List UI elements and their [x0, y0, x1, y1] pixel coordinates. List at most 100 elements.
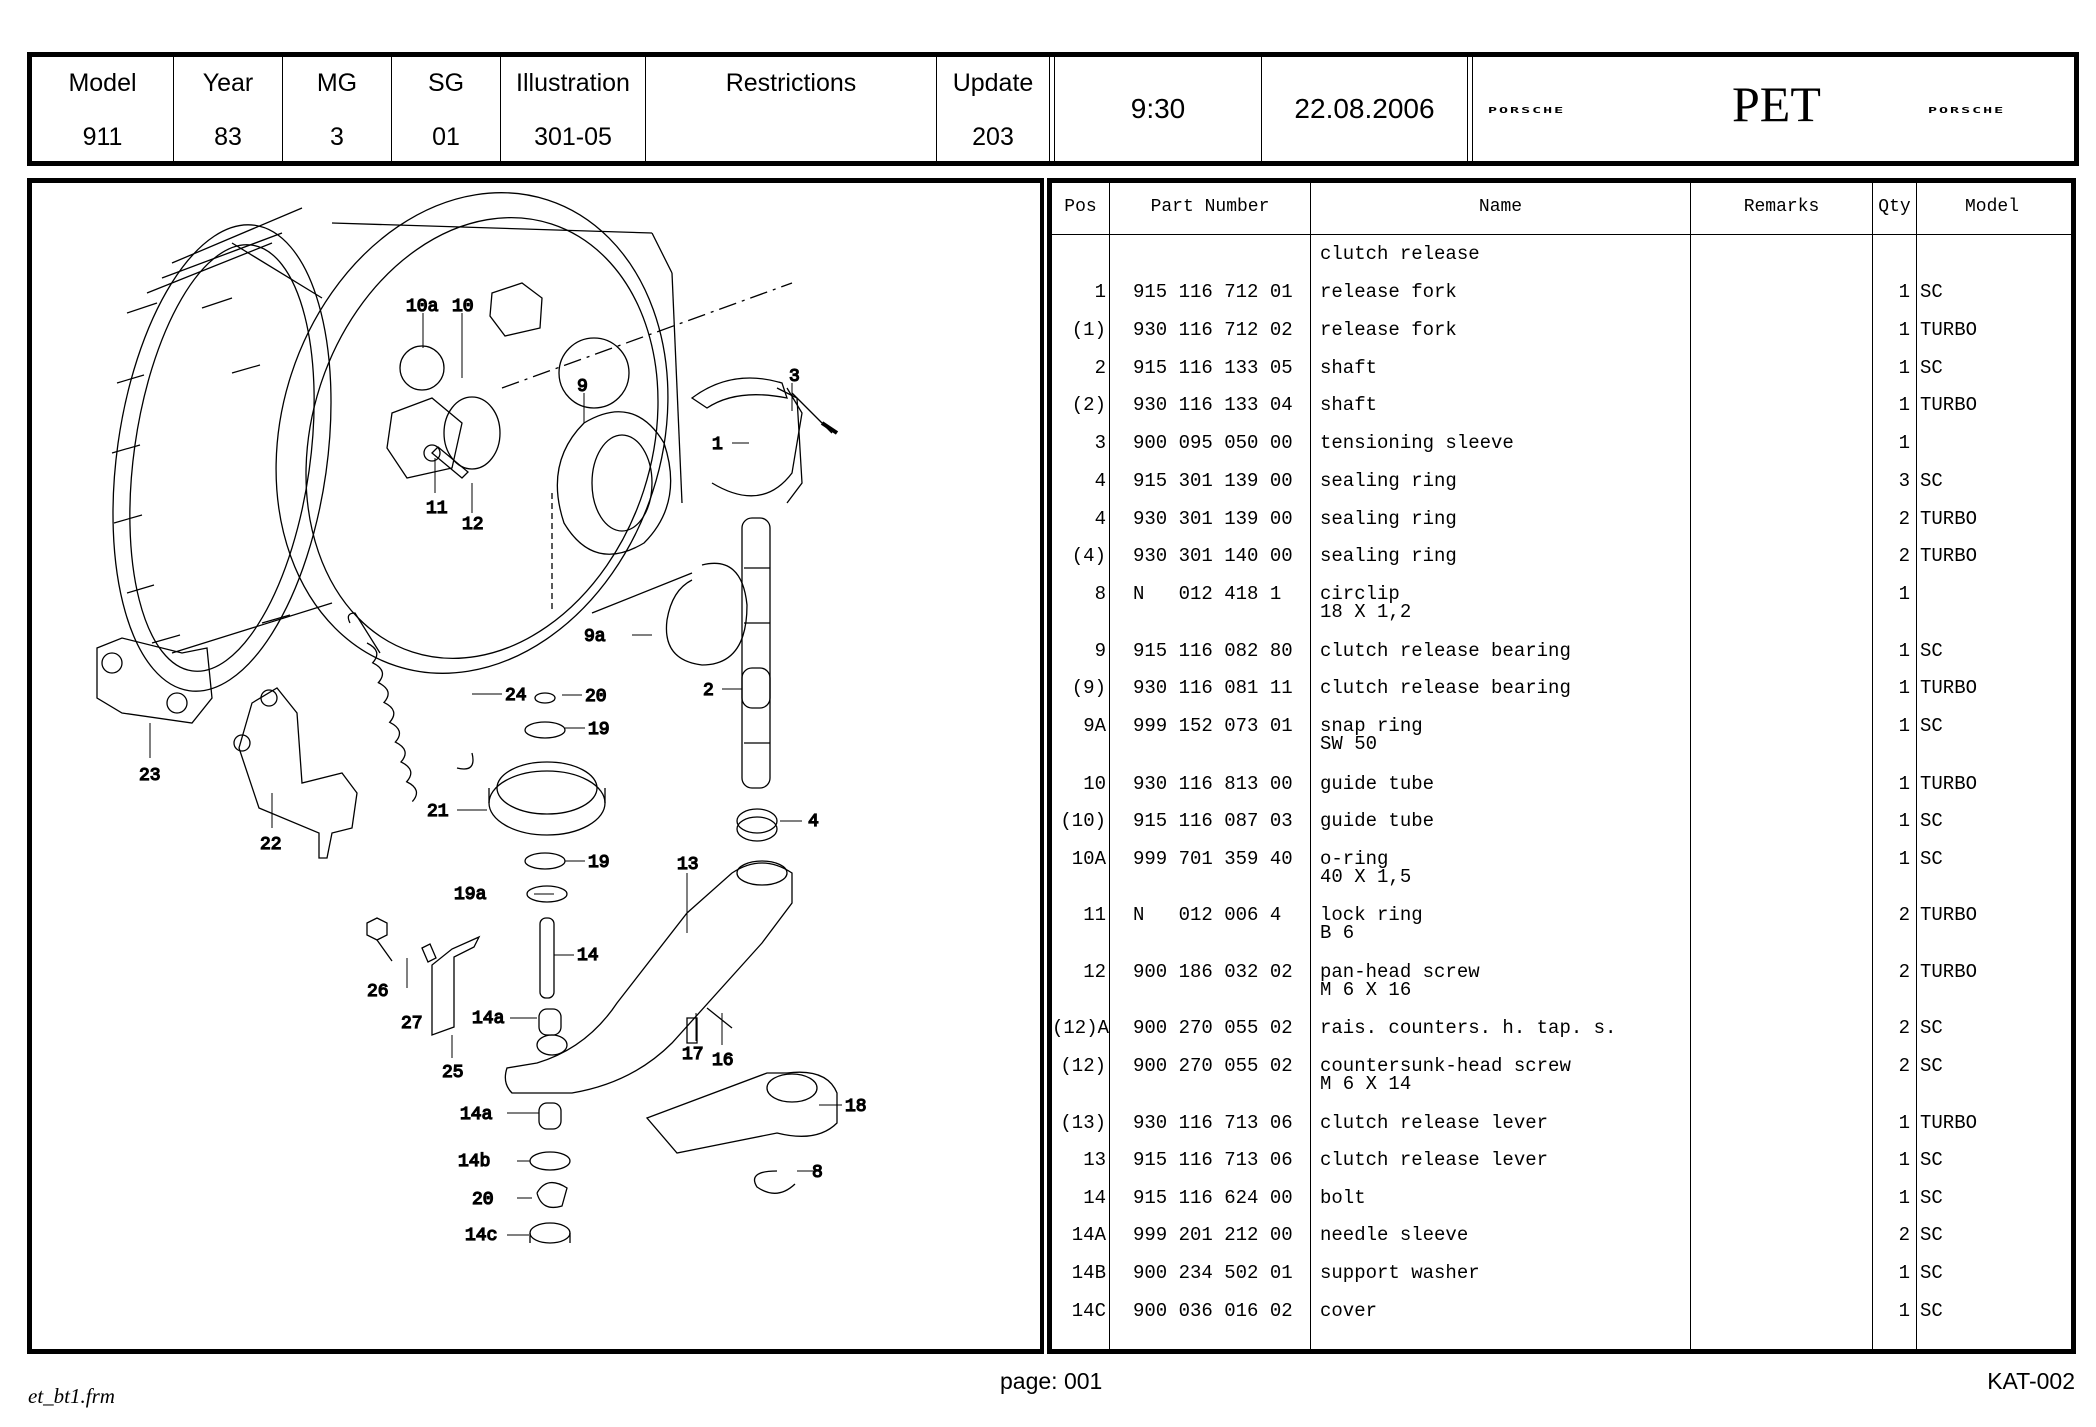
- callout-10: 10: [452, 297, 474, 317]
- row-qty: 1: [1898, 715, 1910, 737]
- header-year-label: Year: [202, 69, 254, 97]
- sealing-ring-icon: [736, 808, 778, 842]
- double-divider: [1049, 57, 1055, 161]
- exploded-diagram-panel: 10a 10 9 3 1 11 12 9a 2 24 20 19 23 22 2…: [27, 178, 1044, 1354]
- clutch-housing-icon: [275, 192, 793, 674]
- row-qty: 1: [1898, 1112, 1910, 1134]
- row-name: guide tube: [1320, 810, 1435, 832]
- row-part-number: 900 186 032 02: [1133, 961, 1293, 983]
- callout-16: 16: [712, 1051, 734, 1071]
- row-pos: 12: [1083, 961, 1106, 983]
- callout-24: 24: [505, 686, 527, 706]
- header-model: Model 911: [32, 57, 173, 161]
- page-number: page: 001: [1000, 1368, 1103, 1394]
- app-title: PET: [1732, 76, 1821, 132]
- row-model: SC: [1920, 848, 1943, 870]
- row-pos: 14A: [1071, 1224, 1106, 1246]
- row-pos: (12): [1060, 1055, 1106, 1077]
- callout-2: 2: [703, 681, 714, 701]
- row-pos: 10: [1083, 773, 1106, 795]
- header-sg-label: SG: [427, 69, 465, 97]
- divider: [391, 57, 392, 161]
- row-part-number: 900 036 016 02: [1133, 1300, 1293, 1322]
- row-model: TURBO: [1920, 961, 1978, 983]
- callout-12: 12: [462, 515, 484, 535]
- row-name: shaft: [1320, 357, 1378, 379]
- row-name-detail: 18 X 1,2: [1320, 601, 1412, 623]
- row-name: sealing ring: [1320, 470, 1457, 492]
- row-model: SC: [1920, 470, 1943, 492]
- row-name: clutch release lever: [1320, 1149, 1549, 1171]
- header-time: 9:30: [1130, 93, 1186, 124]
- row-qty: 1: [1898, 810, 1910, 832]
- bushing-icon: [488, 761, 606, 836]
- row-qty: 1: [1898, 357, 1910, 379]
- row-name: support washer: [1320, 1262, 1480, 1284]
- header-mg: MG 3: [283, 57, 391, 161]
- row-name: pan-head screw: [1320, 961, 1480, 983]
- row-model: TURBO: [1920, 508, 1978, 530]
- row-part-number: 999 152 073 01: [1133, 715, 1293, 737]
- row-qty: 2: [1898, 1055, 1910, 1077]
- header-sg-value: 01: [432, 123, 460, 151]
- divider: [645, 57, 646, 161]
- row-qty: 1: [1898, 583, 1910, 605]
- row-name: clutch release bearing: [1320, 677, 1571, 699]
- needle-sleeve-icon: [529, 1008, 571, 1244]
- clutch-release-lever-icon: [504, 860, 793, 1094]
- header-illustration-value: 301-05: [534, 123, 612, 151]
- header-update-label: Update: [952, 69, 1034, 97]
- row-pos: (10): [1060, 810, 1106, 832]
- row-model: SC: [1920, 1149, 1943, 1171]
- row-name-detail: B 6: [1320, 922, 1355, 944]
- group-title: clutch release: [1320, 243, 1480, 265]
- porsche-logo-right: PORSCHE: [1928, 105, 2006, 115]
- row-name-detail: 40 X 1,5: [1320, 866, 1412, 888]
- row-part-number: 900 270 055 02: [1133, 1017, 1293, 1039]
- row-model: SC: [1920, 1017, 1943, 1039]
- row-pos: 3: [1094, 432, 1106, 454]
- table-header-divider: [1052, 234, 2071, 235]
- row-qty: 3: [1898, 470, 1910, 492]
- row-qty: 1: [1898, 432, 1910, 454]
- column-header-qty: Qty: [1878, 197, 1911, 217]
- row-qty: 2: [1898, 1224, 1910, 1246]
- row-pos: 9A: [1083, 715, 1106, 737]
- row-part-number: 900 095 050 00: [1133, 432, 1293, 454]
- row-pos: 11: [1083, 904, 1106, 926]
- row-part-number: 930 116 081 11: [1133, 677, 1293, 699]
- column-divider: [1690, 183, 1691, 1349]
- row-part-number: 915 301 139 00: [1133, 470, 1293, 492]
- row-qty: 2: [1898, 1017, 1910, 1039]
- row-model: TURBO: [1920, 394, 1978, 416]
- row-name-detail: M 6 X 16: [1320, 979, 1412, 1001]
- callout-14a-lower: 14a: [460, 1105, 493, 1125]
- callout-10a: 10a: [406, 297, 439, 317]
- row-pos: (1): [1071, 319, 1106, 341]
- callout-9: 9: [577, 377, 588, 397]
- row-part-number: 900 270 055 02: [1133, 1055, 1293, 1077]
- row-pos: 1: [1094, 281, 1106, 303]
- column-header-remarks: Remarks: [1743, 197, 1820, 217]
- column-divider: [1872, 183, 1873, 1349]
- column-header-part-number: Part Number: [1150, 197, 1270, 217]
- row-name-detail: M 6 X 14: [1320, 1073, 1412, 1095]
- row-part-number: 930 116 713 06: [1133, 1112, 1293, 1134]
- row-name: countersunk-head screw: [1320, 1055, 1571, 1077]
- shaft-icon: [741, 517, 771, 789]
- row-qty: 1: [1898, 319, 1910, 341]
- header-model-label: Model: [68, 69, 137, 97]
- row-qty: 1: [1898, 1149, 1910, 1171]
- row-part-number: N 012 418 1: [1133, 583, 1282, 605]
- row-model: SC: [1920, 1262, 1943, 1284]
- header-illustration: Illustration 301-05: [501, 57, 645, 161]
- header-sg: SG 01: [392, 57, 500, 161]
- row-name: clutch release lever: [1320, 1112, 1549, 1134]
- row-qty: 1: [1898, 677, 1910, 699]
- callout-17: 17: [682, 1045, 704, 1065]
- row-part-number: 900 234 502 01: [1133, 1262, 1293, 1284]
- row-qty: 1: [1898, 640, 1910, 662]
- callout-3: 3: [789, 367, 800, 387]
- row-name: shaft: [1320, 394, 1378, 416]
- lever-icon: [645, 1071, 838, 1154]
